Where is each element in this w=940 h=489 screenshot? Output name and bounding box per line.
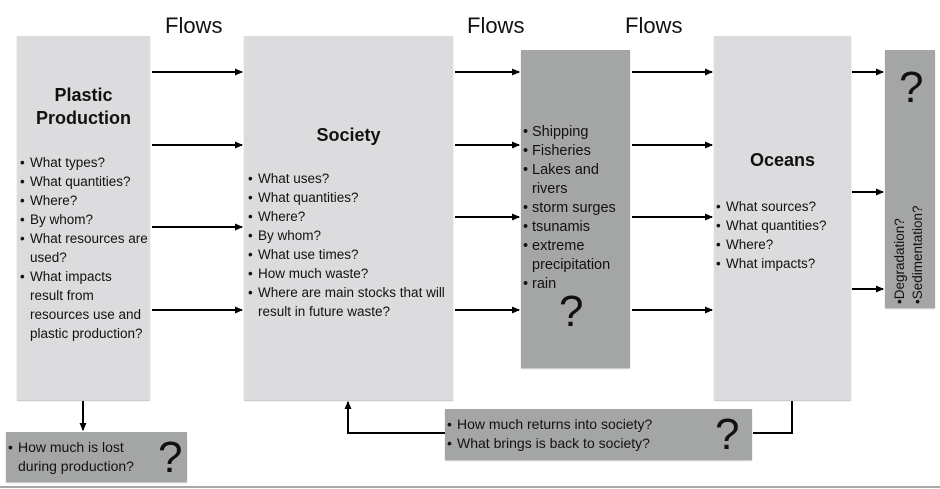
question-mark-icon: ? <box>559 287 584 336</box>
bottom-divider <box>0 486 940 488</box>
flows-label-1: Flows <box>165 13 223 38</box>
list-item: What quantities? <box>20 172 148 191</box>
list-item: rain <box>523 275 630 294</box>
question-mark-icon: ? <box>899 63 924 112</box>
list-item: Where are main stocks that will result i… <box>248 283 453 321</box>
question-mark-icon: ? <box>715 410 740 459</box>
list-item: By whom? <box>20 210 148 229</box>
list-item: storm surges <box>523 199 630 218</box>
title-line-1: Plastic <box>54 85 113 105</box>
list-item: What quantities? <box>716 216 851 235</box>
fate-box: ? •Degradation? •Sedimentation? <box>885 50 935 308</box>
plastic-production-title: Plastic Production <box>17 84 150 130</box>
list-item: What uses? <box>248 169 453 188</box>
society-questions: What uses? What quantities? Where? By wh… <box>248 169 453 321</box>
transport-pathways-box: Shipping Fisheries Lakes and rivers stor… <box>521 50 630 368</box>
list-item: Where? <box>20 191 148 210</box>
title-line-2: Production <box>36 108 131 128</box>
list-item: extreme precipitation <box>523 237 630 275</box>
arrow-oceans-to-return <box>753 401 793 434</box>
list-item: What brings is back to society? <box>447 434 707 453</box>
list-item: What sources? <box>716 197 851 216</box>
plastic-production-box: Plastic Production What types? What quan… <box>17 36 150 400</box>
oceans-box: Oceans What sources? What quantities? Wh… <box>714 36 851 400</box>
society-title: Society <box>316 125 381 145</box>
oceans-questions: What sources? What quantities? Where? Wh… <box>716 197 851 273</box>
list-item: tsunamis <box>523 218 630 237</box>
list-item: Where? <box>716 235 851 254</box>
arrow-return-to-society <box>344 401 445 434</box>
transport-pathways: Shipping Fisheries Lakes and rivers stor… <box>523 123 630 294</box>
list-item: What impacts? <box>716 254 851 273</box>
return-questions: How much returns into society? What brin… <box>447 415 707 453</box>
list-item: What types? <box>20 153 148 172</box>
list-item: What impacts result from resources use a… <box>20 267 148 343</box>
list-item: What resources are used? <box>20 229 148 267</box>
oceans-title: Oceans <box>749 150 816 170</box>
list-item: What quantities? <box>248 188 453 207</box>
list-item: Fisheries <box>523 142 630 161</box>
flows-label-2: Flows <box>467 13 525 38</box>
list-item: How much returns into society? <box>447 415 707 434</box>
question-mark-icon: ? <box>158 433 183 482</box>
society-box: Society What uses? What quantities? Wher… <box>244 36 453 400</box>
list-item: Lakes and rivers <box>523 161 630 199</box>
loss-questions: How much is lost during production? <box>8 438 158 476</box>
list-item: What use times? <box>248 245 453 264</box>
list-item: How much is lost during production? <box>8 438 158 476</box>
list-item: How much waste? <box>248 264 453 283</box>
list-item: By whom? <box>248 226 453 245</box>
production-loss-box: How much is lost during production? ? <box>6 432 187 482</box>
production-questions: What types? What quantities? Where? By w… <box>20 153 148 343</box>
flows-label-3: Flows <box>625 13 683 38</box>
list-item: Where? <box>248 207 453 226</box>
list-item: Shipping <box>523 123 630 142</box>
return-to-society-box: How much returns into society? What brin… <box>445 409 752 460</box>
